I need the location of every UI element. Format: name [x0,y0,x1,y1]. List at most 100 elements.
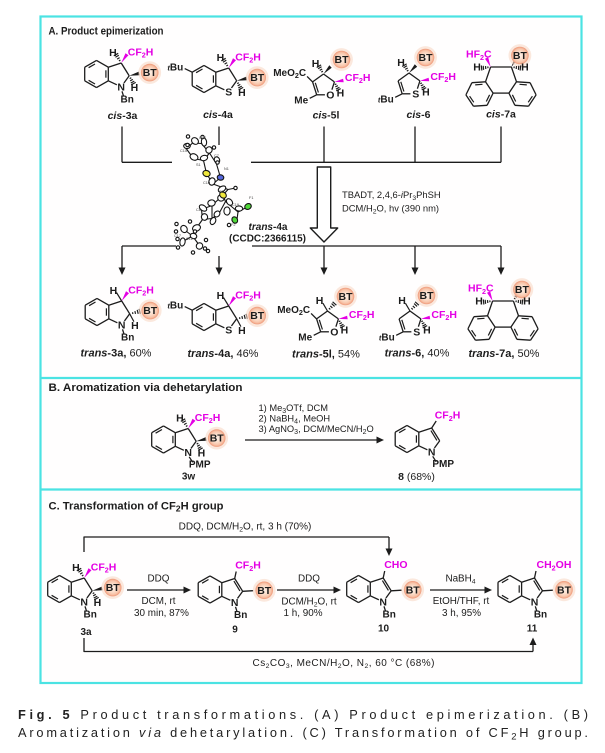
svg-text:3 h, 95%: 3 h, 95% [442,608,481,619]
svg-text:S1: S1 [196,163,201,167]
svg-text:trans-5l, 54%: trans-5l, 54% [292,349,360,361]
svg-text:H: H [94,597,102,609]
svg-text:N: N [231,597,239,609]
svg-text:MeO2C: MeO2C [273,68,306,80]
svg-text:F2: F2 [231,223,235,227]
svg-text:H: H [521,62,529,74]
svg-text:tBu: tBu [167,63,183,74]
svg-text:Aromatization via dehetarylati: Aromatization via dehetarylation. (C) Tr… [18,725,588,743]
svg-text:DCM/H2O, hv (390 nm): DCM/H2O, hv (390 nm) [342,203,439,216]
svg-text:Me: Me [298,332,312,343]
svg-text:DCM/H2O, rt: DCM/H2O, rt [281,597,337,609]
svg-text:C8: C8 [196,208,201,212]
svg-text:H: H [217,290,225,302]
svg-text:BT: BT [250,72,265,84]
svg-text:CF2H: CF2H [128,284,154,297]
svg-text:H: H [238,87,246,99]
svg-text:BT: BT [335,54,350,66]
svg-text:BT: BT [257,585,272,597]
svg-text:C17: C17 [174,234,181,238]
svg-text:BT: BT [419,52,434,64]
svg-text:H: H [198,448,206,460]
svg-text:H: H [131,320,139,332]
svg-text:H: H [475,296,483,308]
svg-text:CF2H: CF2H [430,71,456,84]
svg-text:BT: BT [143,67,158,79]
svg-text:H: H [109,47,117,59]
svg-text:A. Product epimerization: A. Product epimerization [49,26,164,38]
svg-text:C. Transformation of CF2H grou: C. Transformation of CF2H group [49,501,224,514]
svg-text:Bn: Bn [534,609,547,620]
svg-text:H: H [176,413,184,425]
svg-text:DDQ, DCM/H2O, rt, 3 h (70%): DDQ, DCM/H2O, rt, 3 h (70%) [179,522,312,534]
svg-text:tBu: tBu [378,94,394,105]
svg-text:H: H [473,62,481,74]
svg-text:CF2H: CF2H [91,561,117,574]
svg-text:cis-7a: cis-7a [486,109,516,121]
svg-text:S: S [225,86,232,98]
svg-text:trans-3a, 60%: trans-3a, 60% [81,348,152,360]
svg-text:Bn: Bn [84,609,97,620]
svg-text:BT: BT [250,310,265,322]
svg-text:CF2H: CF2H [235,51,261,64]
svg-text:MeO2C: MeO2C [277,305,310,317]
svg-text:H: H [131,82,139,94]
svg-text:BT: BT [557,584,572,596]
svg-text:8 (68%): 8 (68%) [398,471,435,483]
svg-text:EtOH/THF, rt: EtOH/THF, rt [433,596,490,607]
svg-text:3a: 3a [80,627,92,638]
svg-text:N: N [80,596,88,608]
svg-text:S: S [412,88,419,100]
svg-text:H: H [217,52,225,64]
svg-text:DCM, rt: DCM, rt [141,596,175,607]
svg-text:trans-4a, 46%: trans-4a, 46% [188,348,259,360]
svg-text:30 min, 87%: 30 min, 87% [134,608,189,619]
svg-text:CF2H: CF2H [195,412,221,425]
svg-text:N: N [531,596,539,608]
svg-text:N: N [184,447,192,459]
svg-text:11: 11 [527,624,538,635]
svg-text:3) AgNO3, DCM/MeCN/H2O: 3) AgNO3, DCM/MeCN/H2O [259,424,374,436]
svg-text:9: 9 [232,625,238,636]
svg-text:CF2H: CF2H [235,289,261,302]
svg-text:NaBH4: NaBH4 [445,574,475,586]
svg-text:DDQ: DDQ [148,574,170,585]
svg-text:S: S [225,324,232,336]
svg-text:Bn: Bn [234,610,247,621]
svg-text:3w: 3w [182,472,196,483]
svg-text:Bn: Bn [121,332,134,343]
svg-text:H: H [312,58,320,70]
svg-text:trans-6, 40%: trans-6, 40% [385,348,450,360]
svg-text:HF2C: HF2C [466,49,492,62]
svg-text:C19: C19 [232,203,239,207]
svg-text:DDQ: DDQ [298,574,320,585]
svg-text:TBADT, 2,4,6-iPr3PhSH: TBADT, 2,4,6-iPr3PhSH [342,189,441,202]
svg-text:cis-6: cis-6 [407,109,431,121]
svg-text:BT: BT [406,584,421,596]
svg-text:HF2C: HF2C [468,283,494,296]
svg-text:BT: BT [143,305,158,317]
svg-text:CF2H: CF2H [435,410,461,423]
svg-text:CF2H: CF2H [345,72,371,85]
svg-text:N: N [428,446,436,458]
svg-text:PMP: PMP [189,460,211,471]
svg-text:2) NaBH4, MeOH: 2) NaBH4, MeOH [259,414,331,426]
svg-text:(CCDC:2366115): (CCDC:2366115) [229,234,306,245]
svg-text:tBu: tBu [167,301,183,312]
svg-text:H: H [423,324,431,336]
svg-text:CHO: CHO [384,559,407,571]
svg-text:H: H [316,295,324,307]
svg-text:cis-5l: cis-5l [313,110,340,122]
svg-text:BT: BT [339,291,354,303]
svg-text:O: O [330,326,338,338]
svg-text:Me: Me [294,95,308,106]
svg-text:S2: S2 [219,190,224,194]
svg-text:H: H [397,57,405,69]
svg-text:CF2H: CF2H [235,560,261,573]
svg-text:10: 10 [378,624,390,635]
svg-text:F1: F1 [249,196,253,200]
svg-text:N: N [118,319,126,331]
svg-text:H: H [398,295,406,307]
svg-text:1 h, 90%: 1 h, 90% [284,608,323,619]
svg-text:BT: BT [513,50,528,62]
